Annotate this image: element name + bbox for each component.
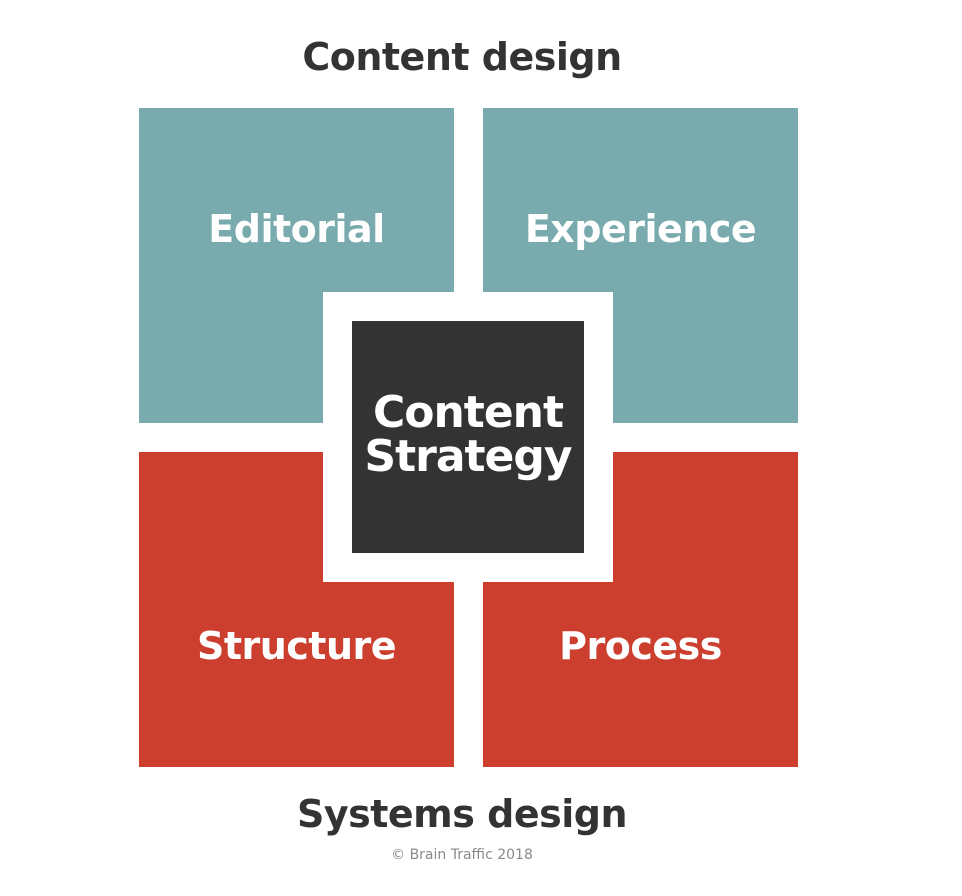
content-strategy-label: Content Strategy bbox=[352, 391, 584, 479]
structure-quadrant: Structure bbox=[139, 452, 454, 767]
copyright-text: © Brain Traffic 2018 bbox=[391, 847, 533, 863]
editorial-label: Editorial bbox=[208, 207, 385, 251]
content-design-heading: Content design bbox=[302, 35, 622, 79]
experience-label: Experience bbox=[524, 207, 757, 251]
process-label: Process bbox=[559, 624, 722, 668]
structure-label: Structure bbox=[196, 624, 397, 668]
editorial-quadrant: Editorial bbox=[139, 108, 454, 423]
center-label-line1: Content bbox=[372, 387, 564, 438]
systems-design-heading: Systems design bbox=[296, 792, 628, 836]
content-strategy-box: Content Strategy bbox=[352, 321, 584, 553]
center-label-line2: Strategy bbox=[364, 431, 572, 482]
